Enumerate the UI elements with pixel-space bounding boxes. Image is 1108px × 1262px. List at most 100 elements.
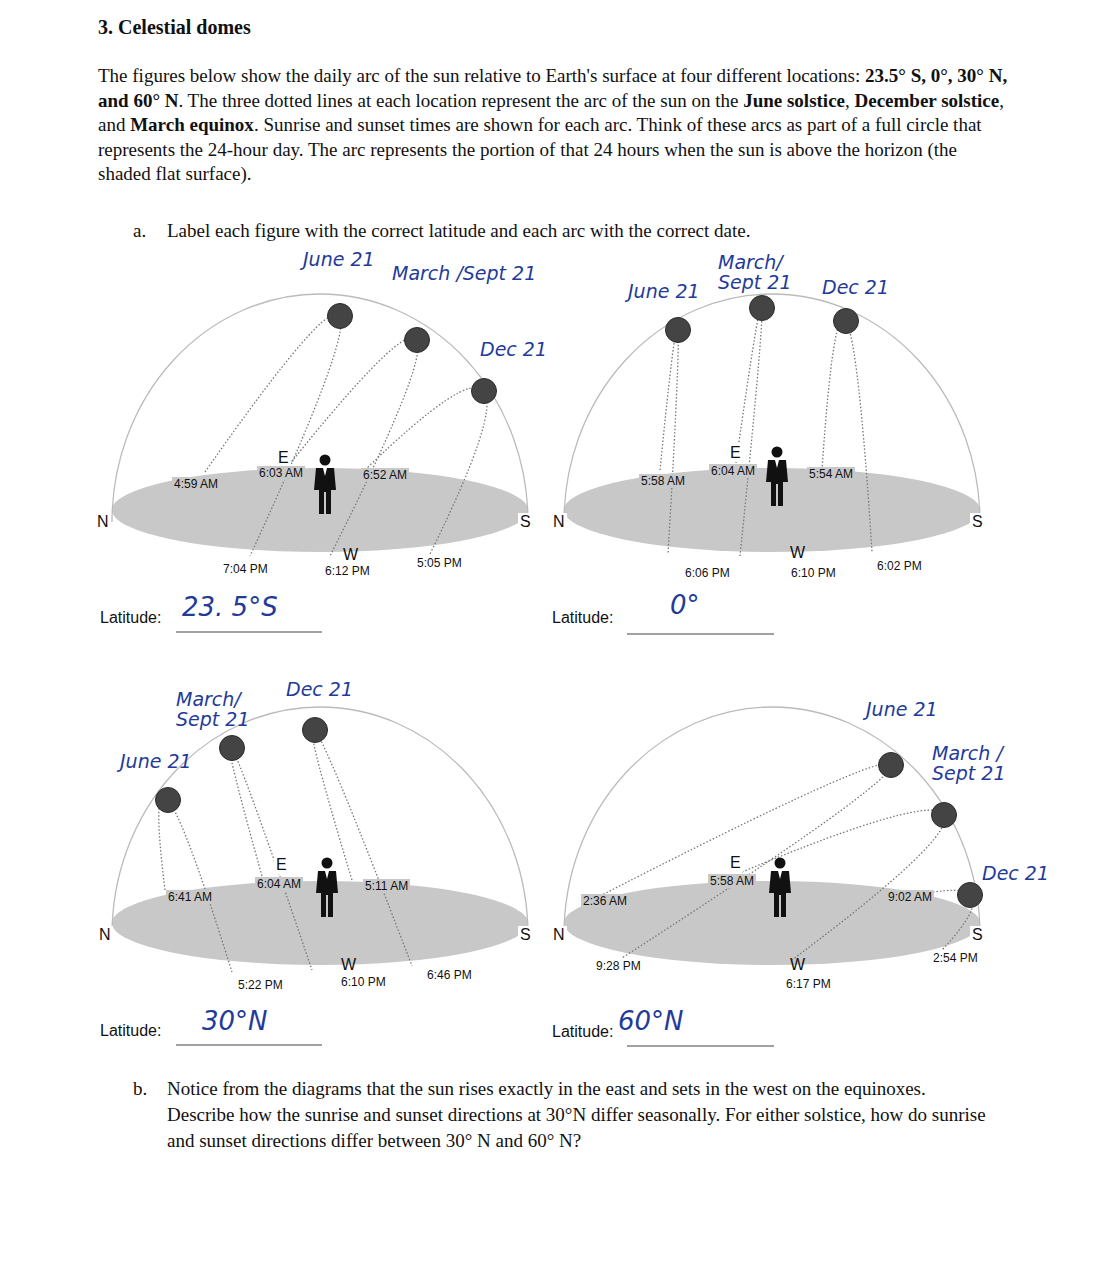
time-label: 5:05 PM: [415, 556, 464, 570]
time-label: 5:58 AM: [639, 474, 687, 488]
time-label: 5:54 AM: [807, 467, 855, 481]
compass-letter: E: [728, 444, 743, 462]
time-label: 5:22 PM: [236, 978, 285, 992]
question-text: Notice from the diagrams that the sun ri…: [167, 1076, 992, 1154]
sun-disc: [834, 309, 859, 334]
dome-bottom-right: [564, 707, 980, 965]
handwritten-date: March/ Sept 21: [718, 253, 804, 293]
sun-arc: [660, 328, 678, 554]
latitude-label: Latitude:: [100, 1022, 161, 1040]
sun-disc: [156, 788, 181, 813]
sun-arc: [600, 764, 891, 958]
sun-disc: [750, 296, 775, 321]
compass-letter: N: [551, 513, 567, 531]
time-label: 9:28 PM: [594, 959, 643, 973]
compass-letter: E: [728, 854, 743, 872]
compass-letter: E: [274, 856, 289, 874]
time-label: 2:36 AM: [581, 894, 629, 908]
bold-text: June solstice: [743, 90, 845, 111]
time-label: 6:41 AM: [166, 890, 214, 904]
question-text: a.: [133, 218, 146, 244]
time-label: 6:52 AM: [361, 468, 409, 482]
handwritten-answer: 0°: [670, 590, 700, 620]
sun-arc: [742, 810, 945, 960]
sun-disc: [932, 803, 957, 828]
sun-disc: [958, 883, 983, 908]
handwritten-date: June 21: [120, 752, 192, 772]
compass-letter: N: [551, 926, 567, 944]
sun-disc: [405, 328, 430, 353]
dome-bottom-left: [112, 707, 528, 965]
sun-disc: [303, 718, 328, 743]
compass-letter: N: [95, 513, 111, 531]
question-text: Label each figure with the correct latit…: [167, 218, 1047, 244]
compass-letter: S: [970, 926, 985, 944]
answer-underlines: [176, 632, 774, 1046]
time-label: 9:02 AM: [886, 890, 934, 904]
handwritten-date: March/ Sept 21: [176, 690, 262, 730]
sun-disc: [472, 379, 497, 404]
handwritten-date: June 21: [866, 700, 938, 720]
time-label: 6:17 PM: [784, 977, 833, 991]
section-title: 3. Celestial domes: [98, 16, 251, 39]
paragraph-text: . The three dotted lines at each locatio…: [178, 90, 738, 111]
paragraph-text: ,: [845, 90, 850, 111]
sun-disc: [879, 753, 904, 778]
time-label: 4:59 AM: [172, 477, 220, 491]
sun-arc: [735, 306, 762, 556]
compass-letter: E: [276, 449, 291, 467]
compass-letter: S: [970, 513, 985, 531]
observer-figures: [314, 447, 791, 918]
time-label: 5:11 AM: [363, 879, 410, 893]
question-text: b.: [133, 1076, 147, 1102]
paragraph-text: The figures below show the daily arc of …: [98, 65, 860, 86]
sun-arc: [205, 314, 341, 556]
sun-disc: [666, 318, 691, 343]
sun-disc: [328, 304, 353, 329]
sun-arc: [822, 319, 872, 552]
time-label: 2:54 PM: [931, 951, 980, 965]
latitude-label: Latitude:: [552, 1023, 613, 1041]
handwritten-date: Dec 21: [286, 680, 353, 700]
intro-paragraph: The figures below show the daily arc of …: [98, 64, 1013, 187]
sun-disc: [220, 736, 245, 761]
handwritten-answer: 60°N: [618, 1006, 684, 1036]
handwritten-date: June 21: [628, 282, 700, 302]
time-label: 6:46 PM: [425, 968, 474, 982]
latitude-label: Latitude:: [552, 609, 613, 627]
compass-letter: W: [341, 546, 360, 564]
time-label: 6:04 AM: [255, 877, 303, 891]
compass-letter: W: [339, 956, 358, 974]
handwritten-date: Dec 21: [982, 864, 1049, 884]
handwritten-date: Dec 21: [822, 278, 889, 298]
sun-arcs: [156, 296, 983, 973]
sun-arc: [159, 797, 232, 972]
bold-text: December solstice: [855, 90, 1000, 111]
time-label: 6:06 PM: [683, 566, 732, 580]
latitude-label: Latitude:: [100, 609, 161, 627]
handwritten-date: March / Sept 21: [932, 744, 1028, 784]
dome-top-left: [112, 294, 528, 552]
sun-arc: [312, 728, 412, 966]
time-label: 6:10 PM: [789, 566, 838, 580]
sun-arc: [285, 337, 418, 556]
handwritten-answer: 30°N: [202, 1006, 268, 1036]
time-label: 7:04 PM: [221, 562, 270, 576]
bold-text: March equinox: [130, 114, 254, 135]
sun-arc: [229, 745, 312, 970]
compass-letter: N: [97, 926, 113, 944]
dome-top-right: [564, 294, 980, 552]
handwritten-date: March /Sept 21: [392, 264, 536, 284]
compass-letter: W: [788, 544, 807, 562]
compass-letter: S: [518, 513, 533, 531]
time-label: 6:04 AM: [709, 464, 757, 478]
compass-letter: S: [518, 926, 533, 944]
handwritten-date: Dec 21: [480, 340, 547, 360]
handwritten-date: June 21: [303, 250, 375, 270]
handwritten-answer: 23. 5°S: [182, 592, 278, 622]
time-label: 6:12 PM: [323, 564, 372, 578]
time-label: 6:02 PM: [875, 559, 924, 573]
time-label: 6:10 PM: [339, 975, 388, 989]
compass-letter: W: [788, 956, 807, 974]
